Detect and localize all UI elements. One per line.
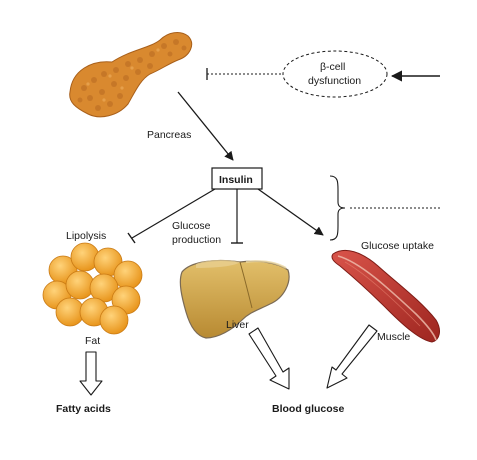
- fatty-acids-label: Fatty acids: [56, 403, 111, 415]
- insulin-to-muscle-arrow: [257, 188, 324, 236]
- beta-cell-label: β-cell: [320, 61, 345, 73]
- blood-glucose-label: Blood glucose: [272, 403, 344, 415]
- lipolysis-label: Lipolysis: [66, 230, 106, 242]
- beta-cell-ellipse: [282, 50, 388, 98]
- lipolysis-inhibition-bar: [127, 232, 136, 244]
- pancreas-illustration: [69, 32, 193, 118]
- muscle-illustration: [331, 250, 440, 343]
- fat-illustration: [42, 242, 143, 335]
- glucose-production-label-2: production: [172, 234, 221, 246]
- brace: [329, 175, 346, 241]
- pancreas-label: Pancreas: [147, 129, 191, 141]
- dysfunction-label-text: dysfunction: [308, 75, 361, 87]
- liver-to-blood-glucose-arrow: [248, 327, 290, 390]
- pancreas-to-insulin-arrow: [177, 91, 234, 161]
- insulin-to-lipolysis-line: [131, 188, 216, 239]
- liver-illustration: [179, 259, 290, 339]
- blood-glucose-to-muscle-arrow: [326, 324, 378, 389]
- liver-label: Liver: [226, 319, 249, 331]
- glucose-production-label-1: Glucose: [172, 220, 211, 232]
- fat-to-fatty-acids-arrow: [79, 351, 103, 396]
- fat-label: Fat: [85, 335, 100, 347]
- muscle-label: Muscle: [377, 331, 410, 343]
- insulin-label: Insulin: [219, 174, 253, 186]
- glucose-uptake-label: Glucose uptake: [361, 240, 434, 252]
